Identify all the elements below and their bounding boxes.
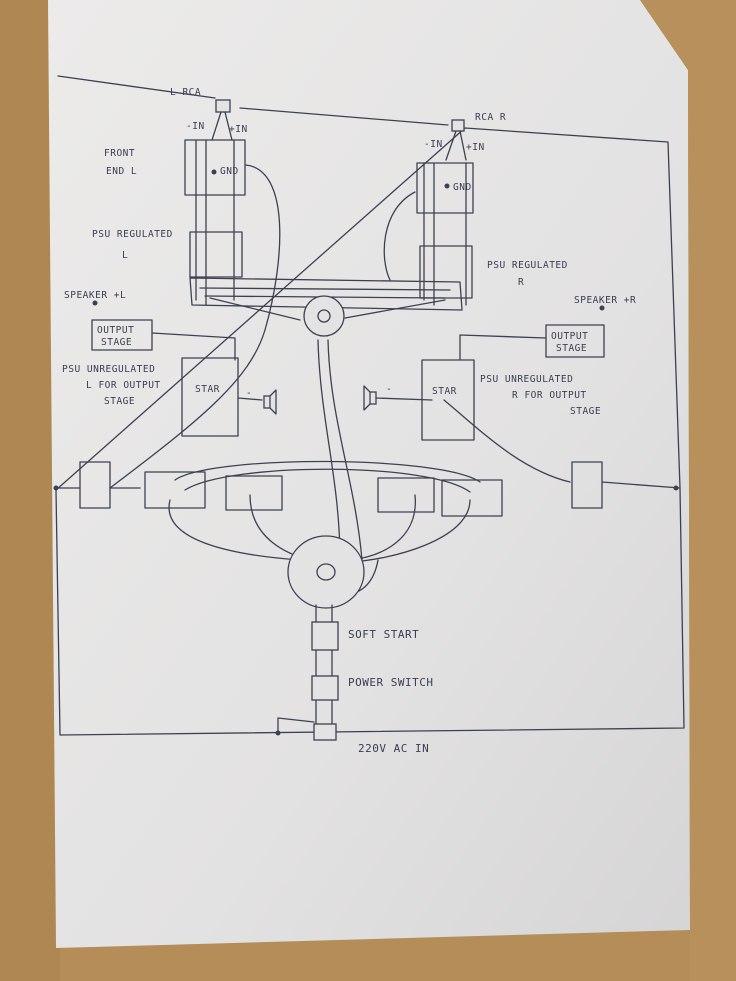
rectifier-board-4 [441, 479, 503, 517]
output-stage-r-label-line1: OUTPUT [551, 331, 588, 342]
psu-unregulated-l-board [181, 357, 239, 437]
power-switch [311, 675, 339, 701]
main-toroidal-transformer [287, 535, 365, 609]
psu-regulated-r-label-line2: R [518, 277, 524, 288]
rectifier-board-2 [225, 475, 283, 511]
psu-regulated-l-label-line2: L [122, 250, 128, 261]
front-end-l-label-line1: FRONT [104, 148, 135, 159]
speaker-l-label: SPEAKER +L [64, 290, 126, 301]
l-rca-label: L RCA [170, 87, 201, 98]
output-stage-r-label-line2: STAGE [556, 343, 587, 354]
psu-unregulated-l-label-line3: STAGE [104, 396, 135, 407]
star-r-label: STAR [432, 386, 457, 397]
rectifier-board-1 [144, 471, 206, 509]
rca-jack-left [211, 99, 233, 141]
psu-regulated-l-label-line1: PSU REGULATED [92, 229, 173, 240]
psu-regulated-r-board [419, 245, 473, 299]
small-transformer [303, 295, 345, 337]
l-plus-in-label: +IN [229, 124, 248, 135]
signal-wires [195, 139, 467, 306]
speaker-l-symbol [263, 389, 277, 415]
psu-unregulated-l-label-line2: L FOR OUTPUT [86, 380, 161, 391]
minus-l-label: - [246, 388, 252, 399]
front-end-l-board [184, 139, 246, 196]
ac-in-label: 220V AC IN [358, 742, 429, 755]
r-plus-in-label: +IN [466, 142, 485, 153]
ground-wire-left [109, 164, 281, 489]
rca-jack-right [445, 119, 467, 161]
rectifier-board-3 [377, 477, 435, 513]
soft-start-label: SOFT START [348, 628, 419, 641]
rca-r-label: RCA R [475, 112, 506, 123]
front-end-l-label-line2: END L [106, 166, 137, 177]
psu-regulated-r-label-line1: PSU REGULATED [487, 260, 568, 271]
star-l-label: STAR [195, 384, 220, 395]
filter-cap-left [79, 461, 111, 509]
psu-unregulated-r-label-line3: STAGE [570, 406, 601, 417]
gnd-r-label: GND [453, 182, 472, 193]
ac-inlet [313, 723, 337, 741]
psu-regulated-l-board [189, 231, 243, 278]
output-stage-l-board [91, 319, 153, 351]
front-end-r-board [416, 162, 474, 214]
soft-start-module [311, 621, 339, 651]
minus-r-label: - [386, 384, 392, 395]
speaker-r-label: SPEAKER +R [574, 295, 636, 306]
output-stage-l-label-line1: OUTPUT [97, 325, 134, 336]
psu-unregulated-r-label-line2: R FOR OUTPUT [512, 390, 587, 401]
psu-unregulated-r-label-line1: PSU UNREGULATED [480, 374, 573, 385]
ground-wire-right [383, 191, 571, 483]
transformer-secondary-wires [168, 460, 481, 563]
psu-unregulated-l-label-line1: PSU UNREGULATED [62, 364, 155, 375]
output-stage-r-board [545, 324, 605, 358]
paper-sheet [48, 0, 690, 948]
power-switch-label: POWER SWITCH [348, 676, 433, 689]
output-stage-l-label-line2: STAGE [101, 337, 132, 348]
l-minus-in-label: -IN [186, 121, 205, 132]
r-minus-in-label: -IN [424, 139, 443, 150]
gnd-l-label: GND [220, 166, 239, 177]
filter-cap-right [571, 461, 603, 509]
